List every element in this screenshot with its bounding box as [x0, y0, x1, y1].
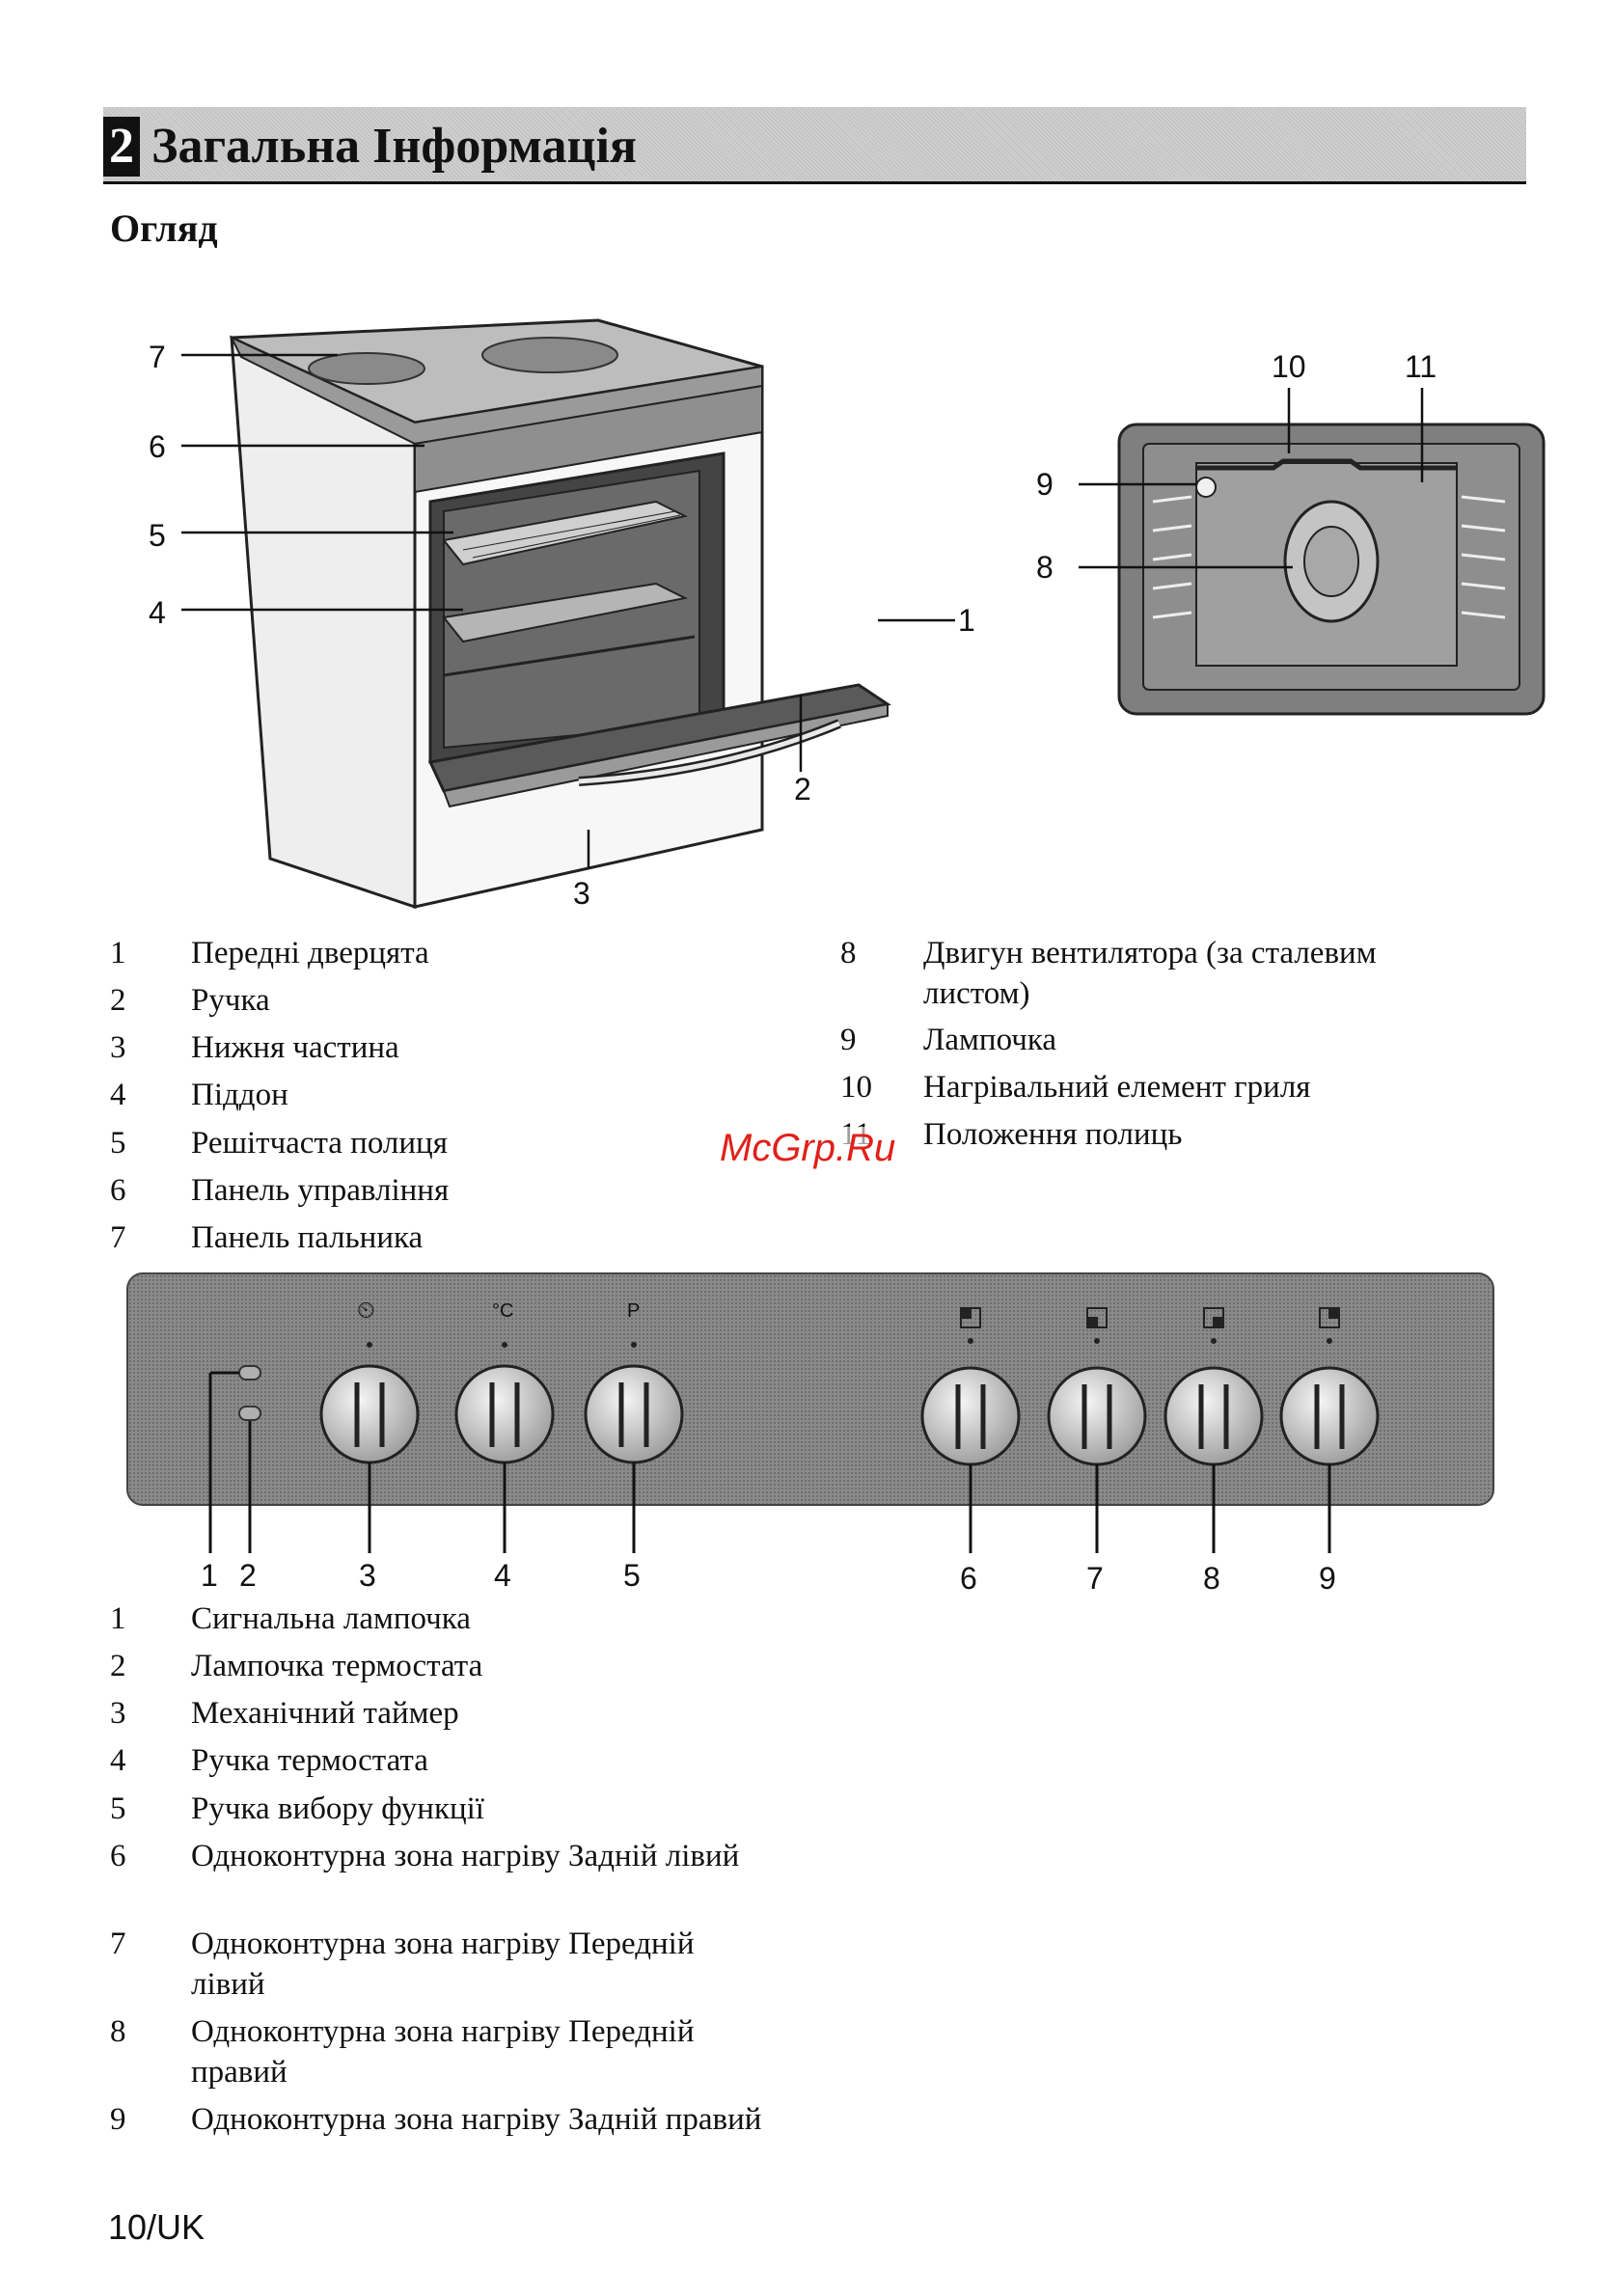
callout-8: 8 [1036, 550, 1054, 585]
oven-illustration [181, 318, 955, 910]
item-number: 4 [110, 1078, 126, 1112]
item-text: Ручка термостата [191, 1743, 428, 1778]
item-text: Положення полиць [923, 1117, 1183, 1152]
oven-interior-illustration [1079, 388, 1546, 716]
item-text: Передні дверцята [191, 936, 429, 970]
timer-symbol-icon: ⏲ [357, 1298, 375, 1324]
callout-4: 4 [149, 595, 166, 630]
callout-11: 11 [1405, 349, 1437, 384]
item-number: 4 [110, 1743, 126, 1778]
item-text: Нагрівальний елемент гриля [923, 1070, 1311, 1105]
item-text: Решітчаста полиця [191, 1126, 448, 1161]
callout-10: 10 [1272, 349, 1306, 384]
callout-5: 5 [149, 518, 166, 553]
item-number: 1 [110, 1601, 126, 1636]
item-number: 3 [110, 1696, 126, 1731]
panel-callout-5: 5 [623, 1558, 641, 1593]
thermostat-symbol: °C [492, 1300, 514, 1322]
item-text: Ручка [191, 983, 270, 1018]
page-number: 10/UK [108, 2207, 205, 2247]
panel-callout-6: 6 [960, 1561, 977, 1596]
item-text: Одноконтурна зона нагріву Передній прави… [191, 2014, 695, 2090]
item-number: 1 [110, 936, 126, 970]
item-number: 7 [110, 1927, 126, 1961]
item-text: Панель управління [191, 1173, 450, 1208]
panel-callout-2: 2 [239, 1558, 257, 1593]
item-text: Одноконтурна зона нагріву Передній лівий [191, 1927, 695, 2002]
panel-callout-7: 7 [1086, 1561, 1104, 1596]
item-text: Лампочка термостата [191, 1649, 483, 1683]
function-symbol: P [627, 1300, 641, 1322]
callout-1: 1 [958, 603, 975, 638]
item-number: 6 [110, 1839, 126, 1873]
item-text: Лампочка [923, 1023, 1056, 1057]
item-text: Панель пальника [191, 1220, 424, 1255]
control-panel-illustration [126, 1272, 1494, 1553]
panel-callout-3: 3 [359, 1558, 376, 1593]
item-number: 7 [110, 1220, 126, 1255]
chapter-number: 2 [103, 117, 140, 177]
item-number: 5 [110, 1791, 126, 1826]
callout-2: 2 [794, 772, 811, 806]
section-title: Огляд [110, 206, 218, 250]
item-number: 9 [840, 1023, 857, 1057]
item-text: Ручка вибору функції [191, 1791, 484, 1826]
item-text: Двигун вентилятора (за сталевим листом) [923, 936, 1377, 1011]
panel-callout-8: 8 [1203, 1561, 1220, 1596]
item-number: 5 [110, 1126, 126, 1161]
item-text: Нижня частина [191, 1030, 399, 1065]
callout-6: 6 [149, 429, 166, 464]
callout-7: 7 [149, 340, 166, 374]
item-text: Механічний таймер [191, 1696, 459, 1731]
item-number: 9 [110, 2102, 126, 2137]
item-number: 2 [110, 1649, 126, 1683]
item-number: 2 [110, 983, 126, 1018]
item-number: 10 [840, 1070, 872, 1105]
item-text: Одноконтурна зона нагріву Задній правий [191, 2102, 762, 2137]
chapter-header: 2 Загальна Інформація [103, 107, 1526, 184]
watermark: McGrp.Ru [720, 1127, 896, 1170]
item-number: 3 [110, 1030, 126, 1065]
item-number: 6 [110, 1173, 126, 1208]
callout-3: 3 [573, 876, 590, 911]
item-text: Сигнальна лампочка [191, 1601, 471, 1636]
item-number: 8 [840, 936, 857, 970]
item-text: Піддон [191, 1078, 288, 1112]
panel-callout-1: 1 [201, 1558, 218, 1593]
item-text: Одноконтурна зона нагріву Задній лівий [191, 1839, 740, 1873]
item-number: 8 [110, 2014, 126, 2049]
panel-callout-9: 9 [1319, 1561, 1336, 1596]
callout-9: 9 [1036, 467, 1054, 502]
panel-callout-4: 4 [494, 1558, 511, 1593]
chapter-title: Загальна Інформація [151, 119, 638, 174]
